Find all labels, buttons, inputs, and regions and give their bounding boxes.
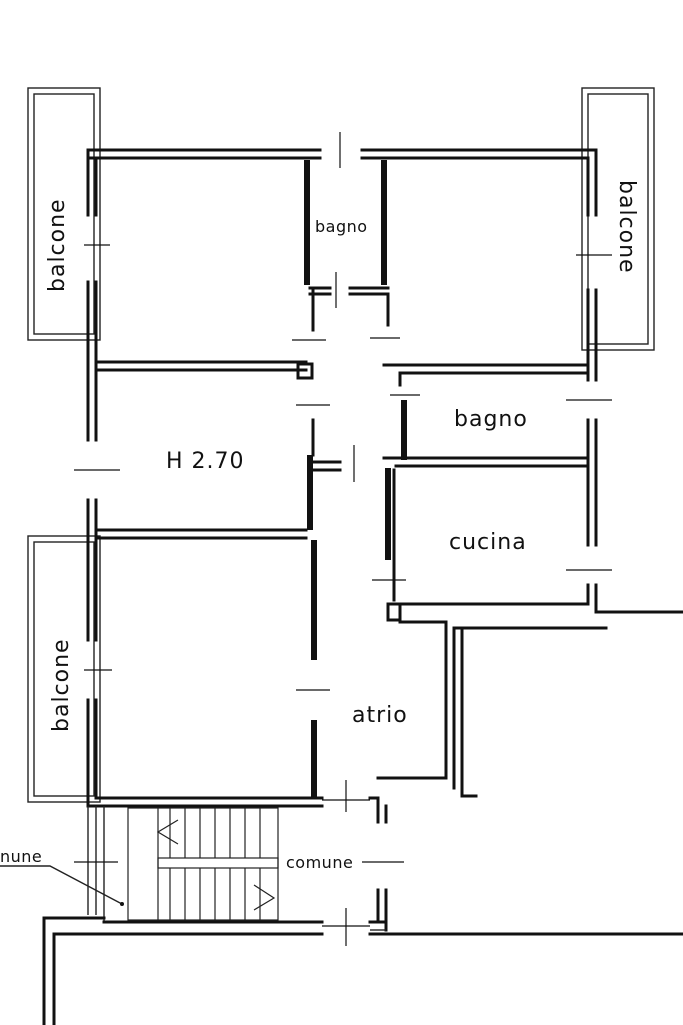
openings xyxy=(74,132,612,812)
outer-walls xyxy=(86,148,683,808)
label-bagno: bagno xyxy=(454,407,528,432)
label-balcone-bottom-left: balcone xyxy=(49,638,74,732)
label-balcone-top-right: balcone xyxy=(614,180,639,274)
label-comune-left: nune xyxy=(0,847,42,866)
stairwell xyxy=(0,796,683,1025)
label-balcone-top-left: balcone xyxy=(45,198,70,292)
label-atrio: atrio xyxy=(352,703,408,728)
balcony-bottom-left xyxy=(27,535,101,803)
label-cucina: cucina xyxy=(449,530,527,555)
label-bagno-small: bagno xyxy=(315,217,368,236)
room-labels: balcone balcone balcone bagno bagno H 2.… xyxy=(0,180,639,872)
interior-walls xyxy=(94,160,590,798)
label-ceiling-height: H 2.70 xyxy=(166,449,245,474)
balcony-top-right xyxy=(581,87,655,351)
label-comune-stair: comune xyxy=(286,853,353,872)
balcony-top-left xyxy=(27,87,101,341)
